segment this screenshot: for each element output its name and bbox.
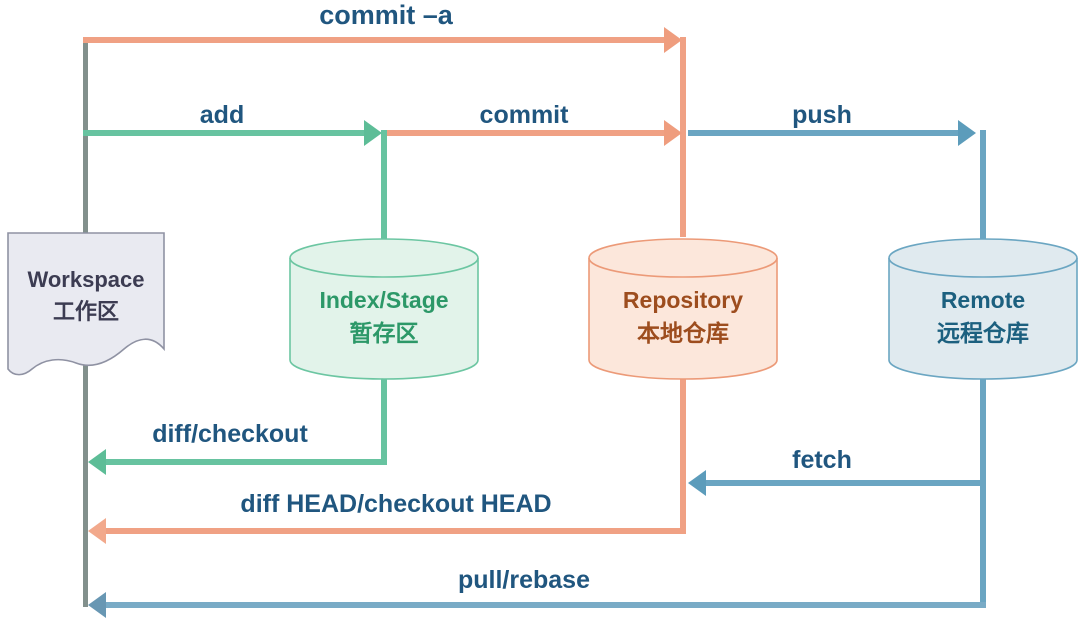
- index-stage-title: Index/Stage: [319, 286, 449, 313]
- remote-node-label: Remote 远程仓库: [887, 237, 1079, 381]
- workspace-title: Workspace: [27, 267, 145, 293]
- commit-a-connector-line: [680, 37, 686, 237]
- add-line: [83, 130, 364, 136]
- pull-rebase-arrowhead-icon: [88, 592, 106, 618]
- workspace-node-label: Workspace 工作区: [6, 231, 166, 383]
- diff-checkout-label: diff/checkout: [152, 420, 308, 448]
- push-label: push: [792, 101, 852, 129]
- database-cylinder-icon: [888, 238, 1078, 380]
- diff-checkout-arrowhead-icon: [88, 449, 106, 475]
- remote-title: Remote: [940, 286, 1026, 313]
- diff-head-checkout-head-arrowhead-icon: [88, 518, 106, 544]
- remote-bottom-connector-line: [980, 376, 986, 608]
- workspace-node: Workspace 工作区: [6, 231, 166, 383]
- commit-a-line: [83, 37, 664, 43]
- index-bottom-connector-line: [381, 376, 387, 465]
- remote-node: Remote 远程仓库: [887, 237, 1079, 381]
- fetch-arrowhead-icon: [688, 470, 706, 496]
- database-cylinder-icon: [289, 238, 479, 380]
- document-shape-icon: [7, 232, 165, 376]
- index-stage-node-label: Index/Stage 暂存区: [288, 237, 480, 381]
- index-top-connector-line: [381, 130, 387, 240]
- commit-arrowhead-icon: [664, 120, 682, 146]
- diff-checkout-line: [106, 459, 387, 465]
- add-arrowhead-icon: [364, 120, 382, 146]
- push-line: [688, 130, 958, 136]
- index-stage-node: Index/Stage 暂存区: [288, 237, 480, 381]
- add-label: add: [199, 101, 245, 129]
- repository-title: Repository: [622, 286, 744, 313]
- push-arrowhead-icon: [958, 120, 976, 146]
- pull-rebase-line: [106, 602, 986, 608]
- commit-label: commit: [479, 101, 569, 129]
- fetch-label: fetch: [792, 446, 852, 474]
- commit-a-arrowhead-icon: [664, 27, 682, 53]
- repository-subtitle: 本地仓库: [637, 320, 729, 346]
- remote-subtitle: 远程仓库: [937, 320, 1029, 346]
- fetch-line: [706, 480, 983, 486]
- remote-top-connector-line: [980, 130, 986, 240]
- pull-rebase-label: pull/rebase: [458, 566, 590, 594]
- commit-a-label: commit –a: [319, 0, 453, 30]
- workspace-subtitle: 工作区: [52, 299, 119, 324]
- index-stage-subtitle: 暂存区: [349, 320, 419, 346]
- commit-line: [387, 130, 664, 136]
- repository-bottom-connector-line: [680, 376, 686, 534]
- diff-head-checkout-head-label: diff HEAD/checkout HEAD: [240, 490, 552, 518]
- repository-node: Repository 本地仓库: [587, 237, 779, 381]
- diff-head-checkout-head-line: [106, 528, 686, 534]
- repository-node-label: Repository 本地仓库: [587, 237, 779, 381]
- database-cylinder-icon: [588, 238, 778, 380]
